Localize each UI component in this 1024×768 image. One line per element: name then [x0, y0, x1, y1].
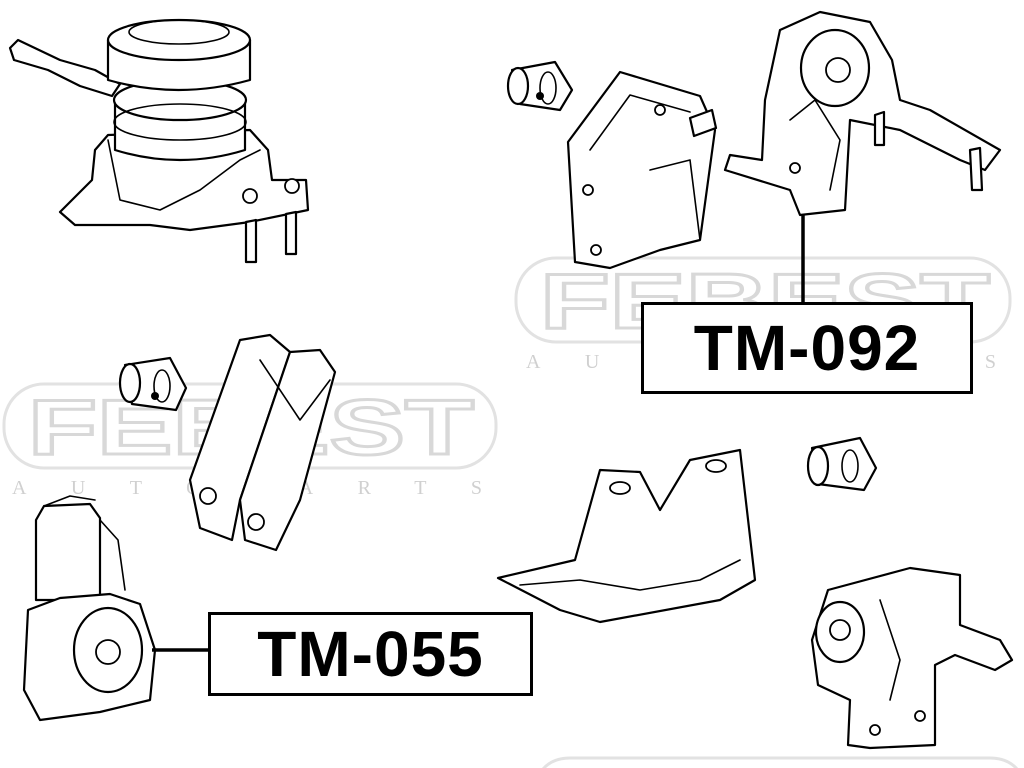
hydraulic-mount-illustration — [8, 18, 310, 264]
bracket-illustration-mid — [188, 333, 337, 552]
tm055-mount-illustration — [22, 495, 157, 722]
part-number-label-tm055: TM-055 — [208, 612, 533, 696]
part-number-text-tm092: TM-092 — [693, 312, 921, 384]
part-number-label-tm092: TM-092 — [641, 302, 973, 394]
mount-illustration-bottom-right — [810, 566, 1014, 750]
watermark-bottom-partial — [542, 756, 1018, 768]
bracket-plate-illustration — [496, 448, 757, 624]
bushing-illustration-mid — [118, 356, 188, 412]
part-number-text-tm055: TM-055 — [257, 618, 484, 690]
tm092-mount-illustration — [723, 10, 1002, 217]
bracket-illustration-top — [566, 70, 718, 270]
bushing-illustration-right — [806, 436, 878, 492]
bushing-illustration-top — [506, 60, 574, 112]
